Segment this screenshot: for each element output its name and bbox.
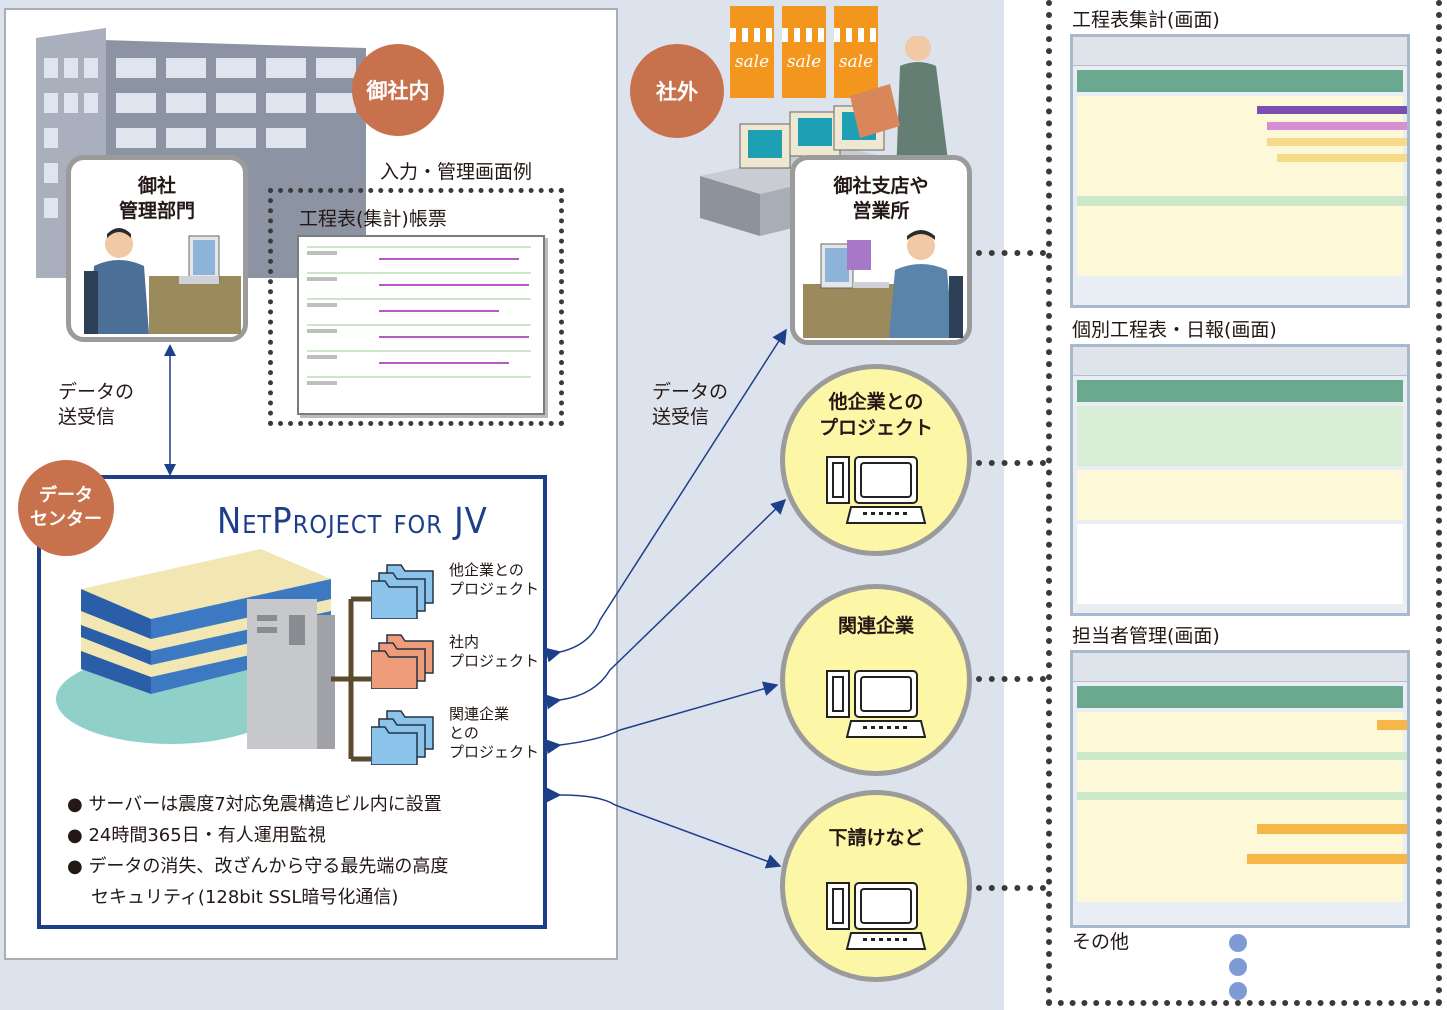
screenshot-individual-schedule	[1070, 344, 1410, 616]
arrow-to-branch	[545, 328, 787, 663]
sale-banner: sale	[834, 6, 878, 98]
folder-label-line3: プロジェクト	[449, 743, 540, 761]
management-label-line2: 管理部門	[118, 200, 195, 222]
sale-banner: sale	[782, 6, 826, 98]
sale-text: sale	[838, 52, 874, 72]
sale-text: sale	[786, 52, 822, 72]
report-thumbnail	[297, 235, 545, 415]
screenshot-table	[1077, 96, 1407, 276]
screen-title: 個別工程表・日報(画面)	[1072, 319, 1277, 341]
branch-office-card: 御社支店や 営業所	[790, 155, 972, 345]
screenshot-schedule-summary	[1070, 34, 1410, 308]
transfer-label-left-line2: 送受信	[58, 406, 116, 428]
partner-label-line1: 下請けなど	[828, 827, 924, 849]
feature-item-continued: セキュリティ(128bit SSL暗号化通信)	[91, 887, 399, 908]
input-example-frame: 工程表(集計)帳票	[268, 188, 564, 426]
branch-label-line1: 御社支店や	[833, 175, 929, 197]
dotted-connector	[976, 460, 1046, 466]
feature-text: データの消失、改ざんから守る最先端の高度	[88, 856, 449, 877]
transfer-label-left-line1: データの	[58, 381, 135, 403]
datacenter-badge: データ センター	[18, 460, 114, 556]
partner-circle-affiliates: 関連企業	[780, 584, 972, 776]
partner-circle-other-companies: 他企業との プロジェクト	[780, 364, 972, 556]
ellipsis-dot	[1229, 934, 1247, 952]
input-example-label: 入力・管理画面例	[380, 161, 533, 183]
screenshot-table	[1077, 470, 1403, 520]
screenshot-header-bar	[1077, 380, 1403, 402]
screenshot-header-bar	[1077, 70, 1403, 92]
screens-frame-right	[1436, 0, 1442, 1006]
report-title: 工程表(集計)帳票	[299, 208, 447, 230]
management-label-line1: 御社	[137, 175, 176, 197]
partner-label-line1: 関連企業	[837, 615, 914, 637]
arrow-to-other-companies	[545, 498, 787, 710]
datacenter-box: NetProject for JV 他企業との プロジェクト 社内 プロジェクト	[37, 475, 547, 929]
others-label: その他	[1072, 931, 1130, 953]
ellipsis-dot	[1229, 982, 1247, 1000]
folder-label-line1: 社内	[449, 633, 480, 651]
partner-circle-subcontractors: 下請けなど	[780, 790, 972, 982]
transfer-arrows	[545, 328, 787, 869]
screenshot-form	[1077, 406, 1403, 466]
internal-badge: 御社内	[352, 44, 444, 136]
screens-frame-bottom	[1046, 1000, 1442, 1006]
screenshot-table	[1077, 712, 1407, 902]
product-name: NetProject for JV	[217, 501, 488, 542]
screenshot-toolbar	[1073, 37, 1407, 66]
datacenter-building-illustration	[56, 549, 335, 749]
folder-label-line2: プロジェクト	[449, 652, 540, 670]
datacenter-badge-line2: センター	[30, 509, 102, 530]
folder-label-line2: プロジェクト	[449, 580, 540, 598]
sale-text: sale	[734, 52, 770, 72]
feature-text: 24時間365日・有人運用監視	[88, 825, 326, 846]
computer-icon	[826, 670, 927, 738]
folder-icon	[370, 710, 434, 766]
feature-item: ● 24時間365日・有人運用監視	[67, 825, 326, 846]
screenshot-staff-management	[1070, 650, 1410, 928]
dotted-connector	[976, 250, 1046, 256]
partner-label-line1: 他企業との	[828, 391, 924, 413]
folder-label-line1: 関連企業	[449, 705, 510, 723]
vertical-transfer-arrow	[164, 344, 176, 476]
folder-icon	[370, 634, 434, 690]
computer-icon	[826, 456, 927, 524]
report-table-preview	[307, 246, 531, 385]
partner-label-line2: プロジェクト	[818, 417, 933, 439]
arrow-to-affiliates	[545, 681, 779, 755]
datacenter-badge-line1: データ	[39, 485, 93, 506]
feature-item: ● サーバーは震度7対応免震構造ビル内に設置	[67, 794, 442, 815]
screenshot-notes	[1077, 524, 1403, 604]
staff-at-desk-illustration	[803, 230, 963, 338]
screenshot-header-bar	[1077, 686, 1403, 708]
feature-list: ● サーバーは震度7対応免震構造ビル内に設置 ● 24時間365日・有人運用監視…	[67, 789, 448, 913]
screens-frame-left	[1046, 0, 1052, 1006]
screen-title: 工程表集計(画面)	[1072, 9, 1220, 31]
screen-title: 担当者管理(画面)	[1072, 625, 1220, 647]
folder-label-line2: との	[449, 724, 479, 742]
branch-label-line2: 営業所	[852, 200, 910, 222]
folder-affiliates: 関連企業 との プロジェクト	[370, 705, 539, 769]
feature-item: ● データの消失、改ざんから守る最先端の高度	[67, 856, 449, 877]
sale-banner: sale	[730, 6, 774, 98]
management-department-card: 御社 管理部門	[66, 155, 248, 342]
computer-icon	[826, 882, 927, 950]
screenshot-toolbar	[1073, 347, 1407, 376]
dotted-connector	[976, 676, 1046, 682]
feature-text: サーバーは震度7対応免震構造ビル内に設置	[88, 794, 442, 815]
folder-label-line1: 他企業との	[449, 561, 524, 579]
dotted-connector	[976, 885, 1046, 891]
folder-other-companies: 他企業との プロジェクト	[370, 559, 539, 623]
folder-icon	[370, 564, 434, 620]
manager-at-desk-illustration	[84, 228, 241, 334]
folder-internal: 社内 プロジェクト	[370, 629, 539, 693]
arrow-to-subcontractors	[546, 787, 782, 869]
external-badge: 社外	[630, 44, 724, 138]
ellipsis-dot	[1229, 958, 1247, 976]
screenshot-toolbar	[1073, 653, 1407, 682]
